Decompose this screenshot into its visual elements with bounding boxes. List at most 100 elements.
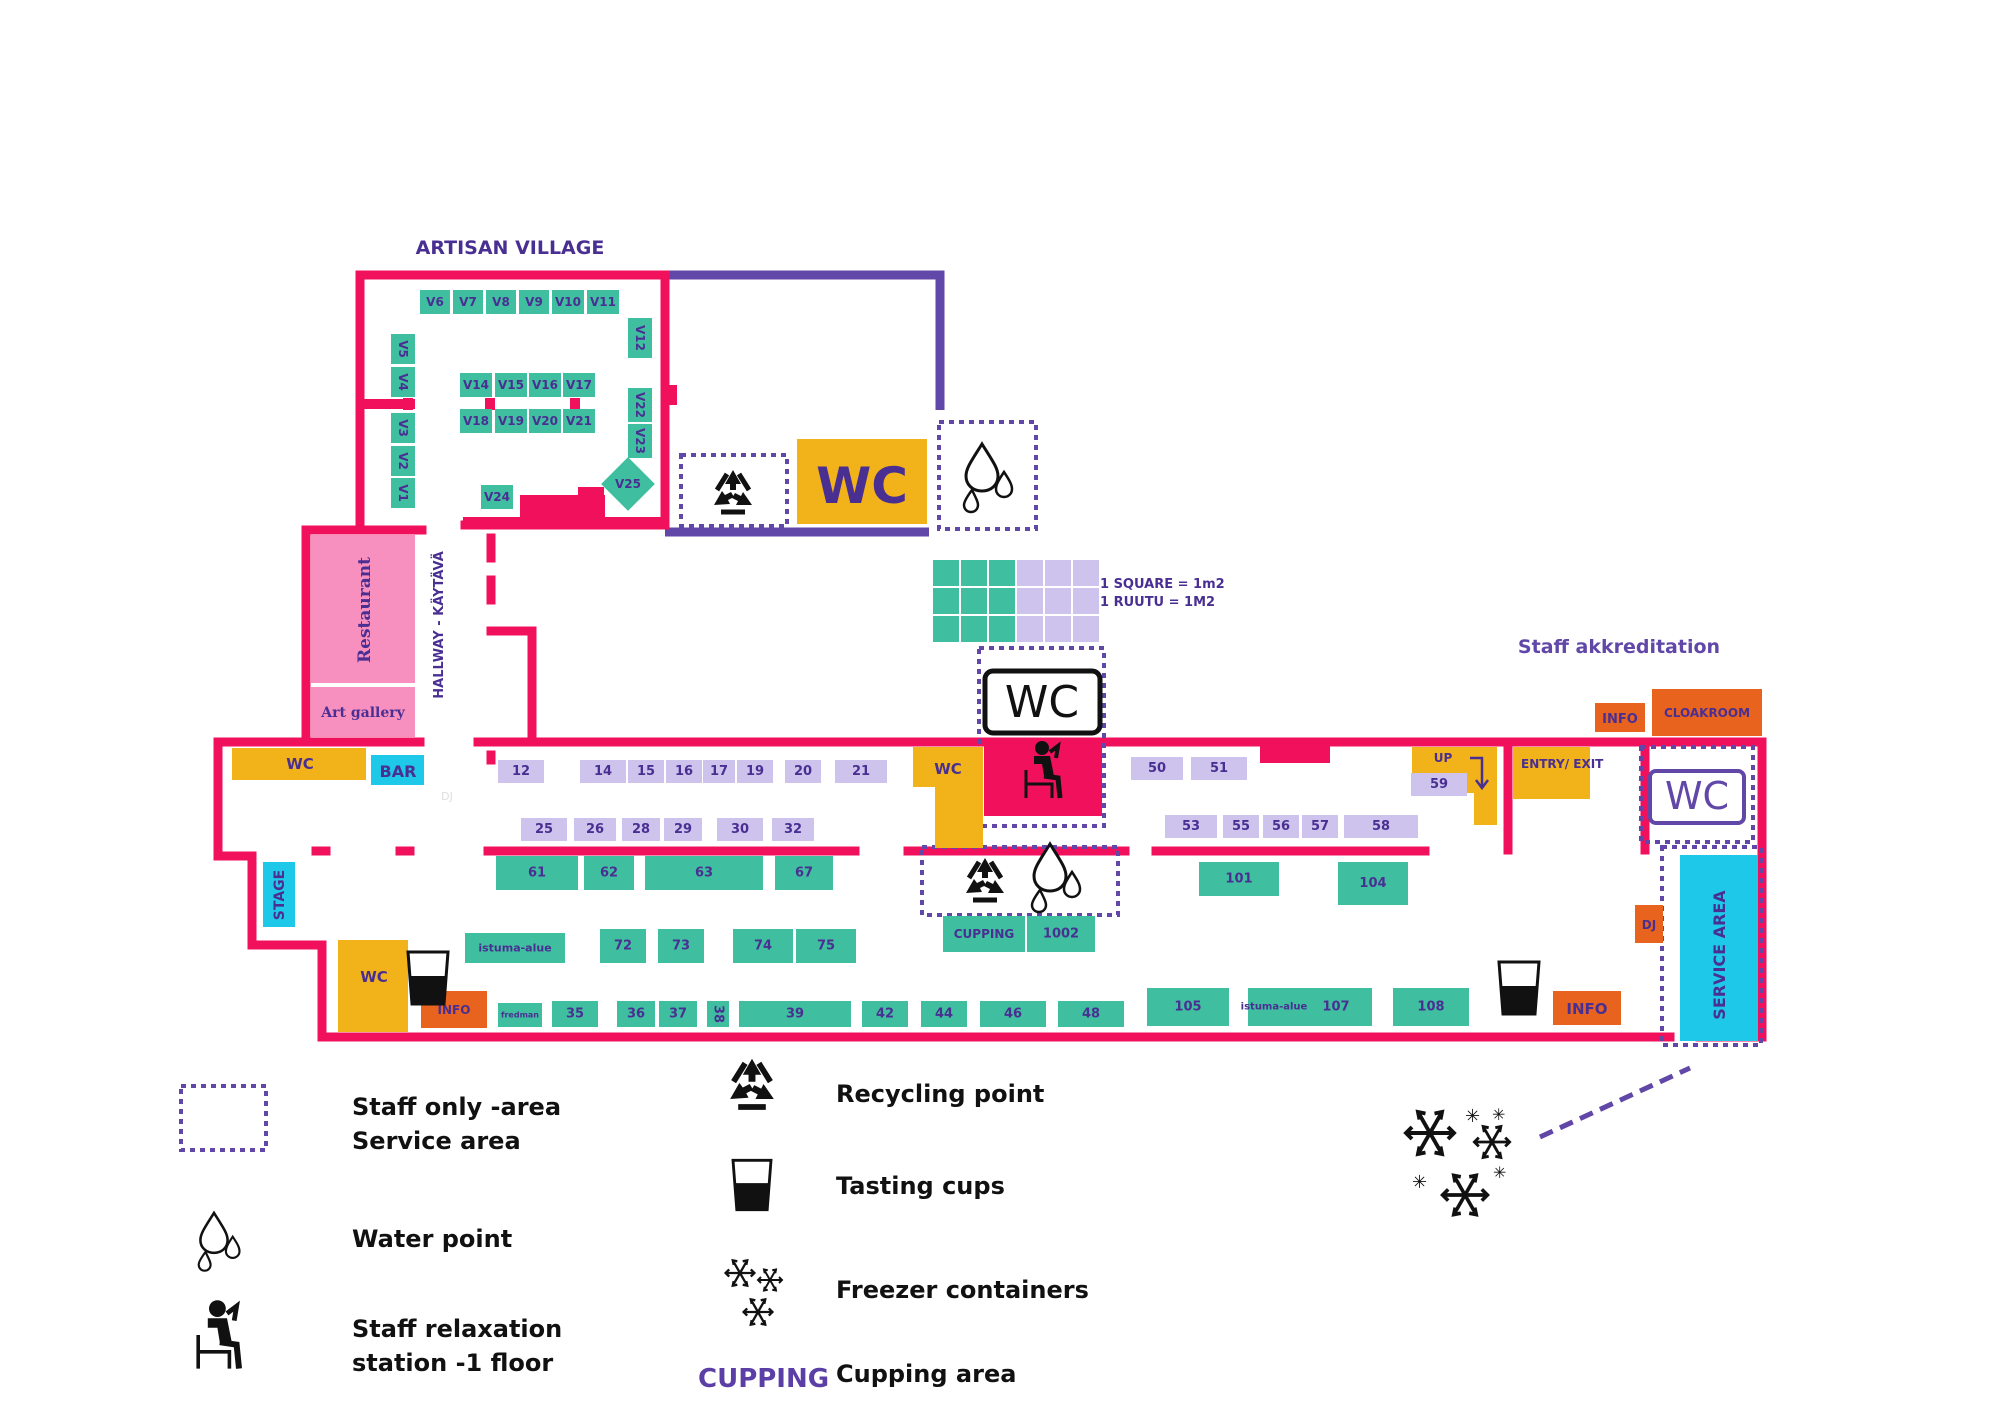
stand-62: 62 [584,856,634,890]
legend-staff-only-text: Staff only -area [352,1093,562,1121]
stand-label: 38 [711,1005,726,1023]
stand-label: 25 [535,822,553,837]
stand-38: 38 [707,1001,729,1027]
stand-30: 30 [717,818,763,841]
stand-label: 75 [817,939,835,954]
stand-v21: V21 [563,409,595,433]
stand-box [1131,757,1183,780]
stand-box [496,856,578,890]
stand-label: 30 [731,822,749,837]
scale-square [1073,616,1099,642]
stand-v1: V1 [391,478,415,508]
stand-59: 59 [1411,773,1467,796]
recycle-icon [730,1059,774,1107]
stand-box [587,290,619,314]
art-gallery-label: Art gallery [320,705,405,721]
stand-box [666,760,702,783]
wc-right-text: WC [1665,774,1729,818]
stand-label: V7 [459,295,477,309]
stand-101: 101 [1199,862,1279,896]
stand-box [1302,815,1338,838]
stand-label: 62 [600,866,618,881]
stand-box [391,367,415,397]
restaurant-label: Restaurant [355,557,375,663]
stand-label: 58 [1372,819,1390,834]
stand-label: 48 [1082,1007,1100,1022]
scale-square [1017,588,1043,614]
stand-box [460,409,492,433]
stand-v14: V14 [460,373,492,397]
stand-box [628,760,664,783]
entry-exit-text: ENTRY/ EXIT [1521,757,1604,771]
area-box [943,916,1025,952]
stand-label: 16 [675,764,693,779]
scale-square [961,588,987,614]
stand-box [580,760,626,783]
wc-label-bottom: WC [360,968,388,986]
stand-label: 101 [1225,872,1252,887]
stand-box [659,1001,697,1027]
staff-akkreditation-label: Staff akkreditation [1518,636,1720,658]
stand-1002: 1002 [1027,916,1095,952]
stand-box [733,929,793,963]
stand-box [1300,988,1372,1026]
stand-v5: V5 [391,334,415,364]
stand-box [664,818,702,841]
cloakroom-label: CLOAKROOM [1664,706,1750,720]
stand-16: 16 [666,760,702,783]
stand-box [552,1001,598,1027]
stand-v18: V18 [460,409,492,433]
stand-label: 21 [852,764,870,779]
service-area-label: SERVICE AREA [1710,890,1729,1020]
stand-v2: V2 [391,446,415,476]
stand-box [529,409,561,433]
stand-108: 108 [1393,988,1469,1026]
scale-square [1073,588,1099,614]
scale-square [1017,560,1043,586]
stand-15: 15 [628,760,664,783]
stand-box [391,413,415,443]
stand-box [495,373,527,397]
snowflake-icon [1404,1110,1456,1156]
stand-box [717,818,763,841]
stand-label: 67 [795,866,813,881]
stand-label: 72 [614,939,632,954]
staff-relax-icon [198,1300,239,1368]
stand-51: 51 [1191,757,1247,780]
stand-box [1191,757,1247,780]
tasting-cup-icon [406,950,450,1006]
stand-box [519,290,549,314]
stand-58: 58 [1344,815,1418,838]
scale-square [989,616,1015,642]
legend-recycling: Recycling point [836,1080,1045,1108]
stand-v9: V9 [519,290,549,314]
stand-v20: V20 [529,409,561,433]
area-fredman: fredman [498,1003,542,1027]
stand-label: 51 [1210,761,1228,776]
artisan-village-title: ARTISAN VILLAGE [416,237,605,259]
up-label: UP [1434,751,1453,765]
stand-label: V8 [492,295,510,309]
stand-box [563,373,595,397]
stand-label: 107 [1322,1000,1349,1015]
wc-label-center: WC [934,760,962,778]
wc-sign-text: WC [1005,677,1079,728]
stand-box [391,478,415,508]
snowflake-icon [1472,1125,1512,1159]
scale-square [933,588,959,614]
stand-box [1338,862,1408,905]
recycle-icon [966,858,1004,900]
stand-label: V16 [532,378,558,392]
stand-label: V21 [566,414,592,428]
stand-box [391,446,415,476]
stand-74: 74 [733,929,793,963]
stand-label: 29 [674,822,692,837]
stand-label: 59 [1430,777,1448,792]
stand-v22: V22 [628,388,652,422]
stand-39: 39 [739,1001,851,1027]
stand-box [785,760,821,783]
stand-v25: V25 [601,457,655,511]
stand-box [552,290,584,314]
stand-box [775,856,833,890]
